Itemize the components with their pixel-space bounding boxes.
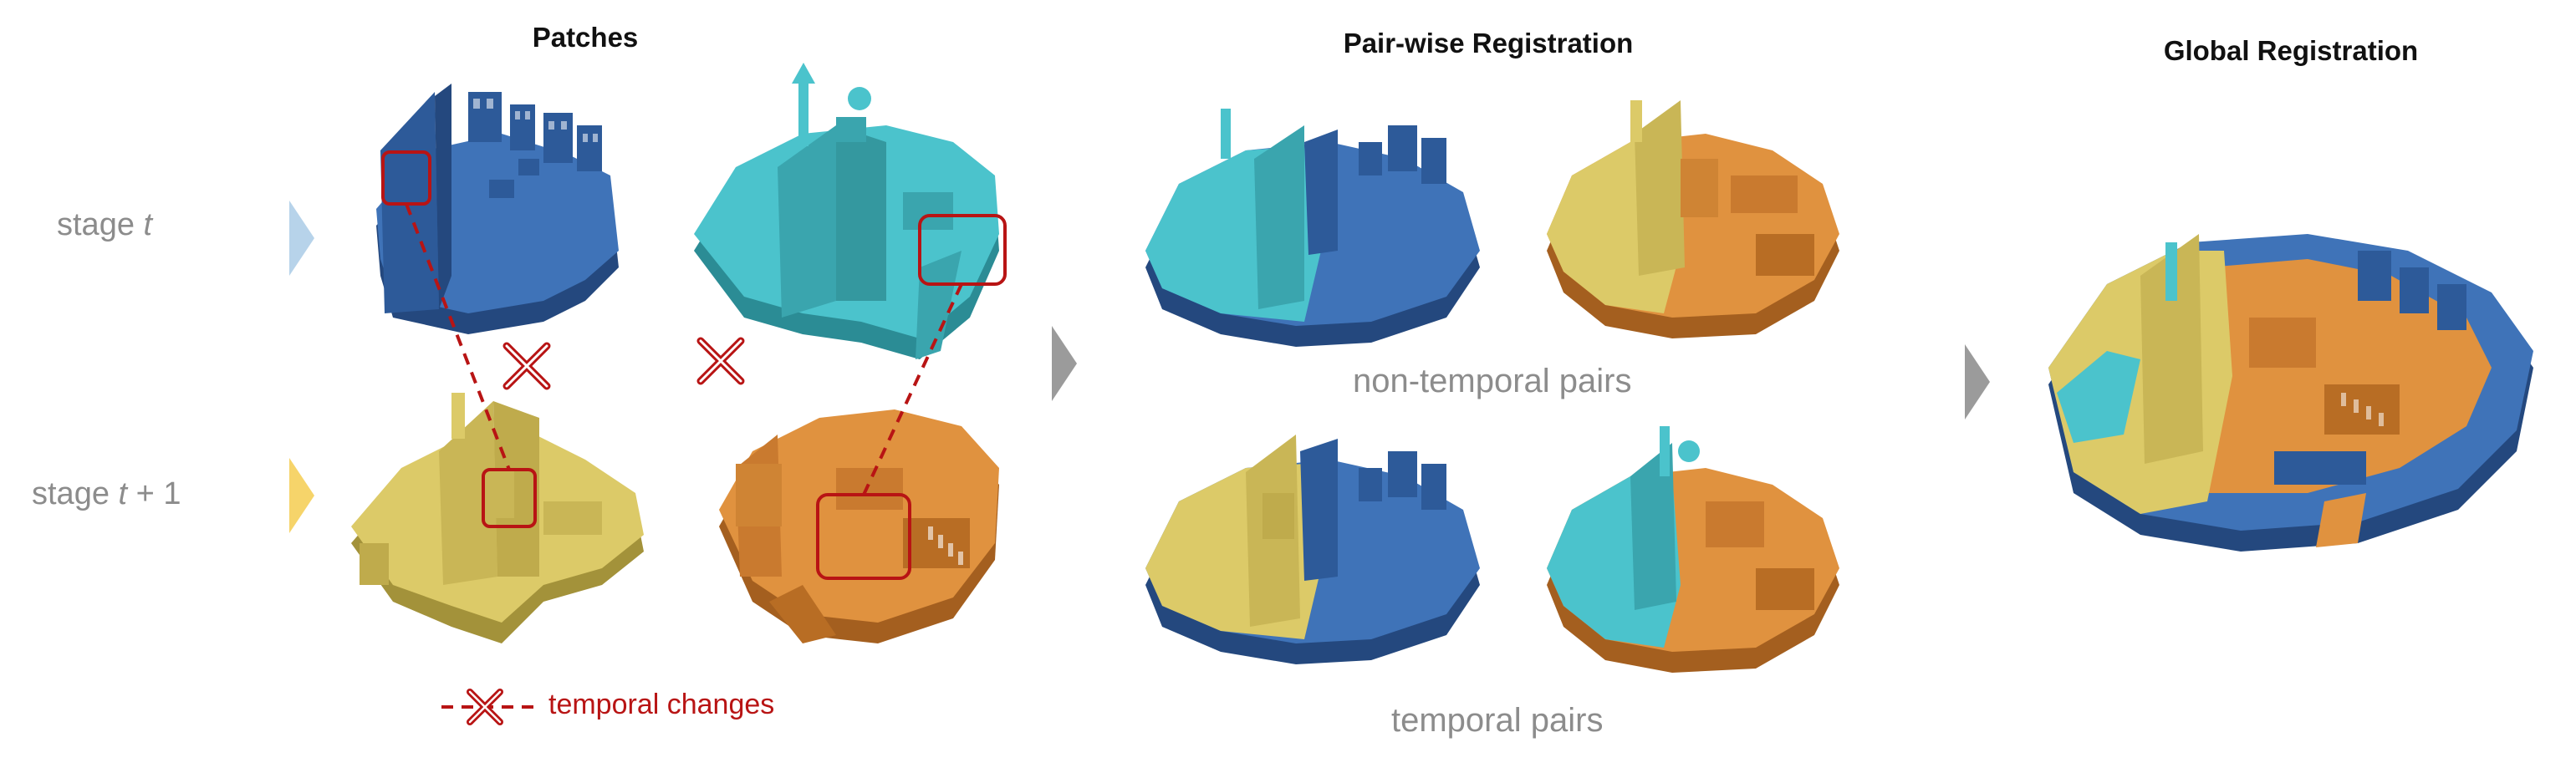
- stage-t-label: stage t: [57, 207, 152, 243]
- pair-nontemporal-yellow-orange: [1547, 100, 1839, 338]
- header-patches: Patches: [532, 22, 639, 53]
- caption-temporal-pairs: temporal pairs: [1391, 702, 1604, 739]
- pair-temporal-yellow-blue: [1145, 435, 1480, 664]
- change-box-cyan: [918, 214, 1007, 286]
- flow-arrow-2-icon: [1965, 344, 1990, 420]
- stage-t1-prefix: stage: [32, 476, 119, 511]
- caption-non-temporal-pairs: non-temporal pairs: [1353, 363, 1632, 399]
- stage-t1-label: stage t + 1: [32, 476, 181, 512]
- stage-t-var: t: [143, 207, 153, 242]
- stage-t-prefix: stage: [57, 207, 144, 242]
- flow-arrow-1-icon: [1052, 326, 1077, 401]
- change-link-blue-yellow: [405, 203, 511, 470]
- legend-temporal-changes-label: temporal changes: [548, 689, 775, 720]
- patch-cyan-stage-t: [694, 63, 999, 359]
- legend-temporal-change-icon: [441, 689, 537, 725]
- stage-t1-arrow-icon: [289, 458, 314, 533]
- change-cross-1-icon-inner: [505, 344, 548, 388]
- stage-t-arrow-icon: [289, 201, 314, 276]
- pair-temporal-cyan-orange: [1547, 426, 1839, 673]
- stage-t1-var: t: [118, 476, 128, 511]
- stage-t1-suffix: + 1: [127, 476, 181, 511]
- pair-nontemporal-cyan-blue: [1145, 109, 1480, 347]
- patch-blue-stage-t: [376, 84, 619, 334]
- global-registration-map: [2048, 234, 2533, 552]
- header-pairwise: Pair-wise Registration: [1343, 28, 1634, 58]
- patch-orange-stage-t1: [719, 409, 999, 643]
- change-cross-2-icon-inner: [699, 339, 742, 383]
- header-global: Global Registration: [2163, 35, 2419, 66]
- patch-yellow-stage-t1: [351, 393, 644, 643]
